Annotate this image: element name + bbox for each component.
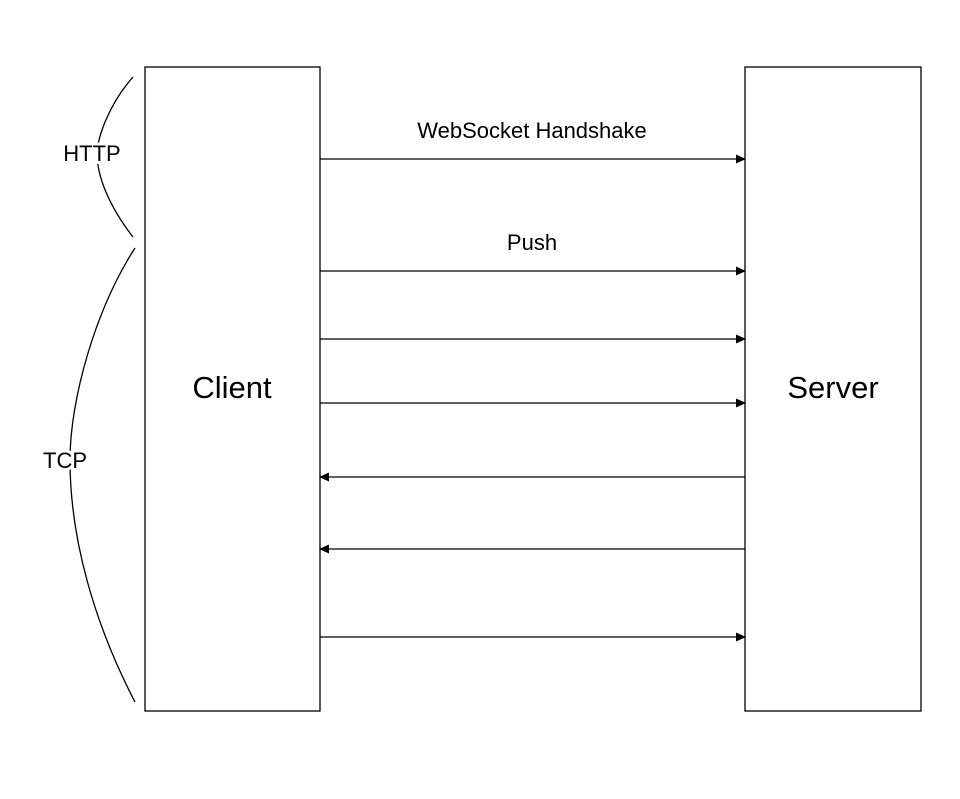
http-label: HTTP (63, 141, 120, 166)
server-box: Server (744, 66, 922, 712)
http-brace-curve (96, 76, 134, 238)
client-label: Client (192, 370, 272, 405)
tcp-brace: TCP (40, 247, 136, 703)
server-label: Server (787, 370, 878, 405)
tcp-label: TCP (43, 448, 87, 473)
http-brace: HTTP (60, 76, 134, 238)
message-arrows (319, 154, 746, 642)
handshake-message-label: WebSocket Handshake (417, 118, 647, 143)
push-message-label: Push (507, 230, 557, 255)
tcp-brace-curve (69, 247, 136, 703)
client-box: Client (144, 66, 321, 712)
